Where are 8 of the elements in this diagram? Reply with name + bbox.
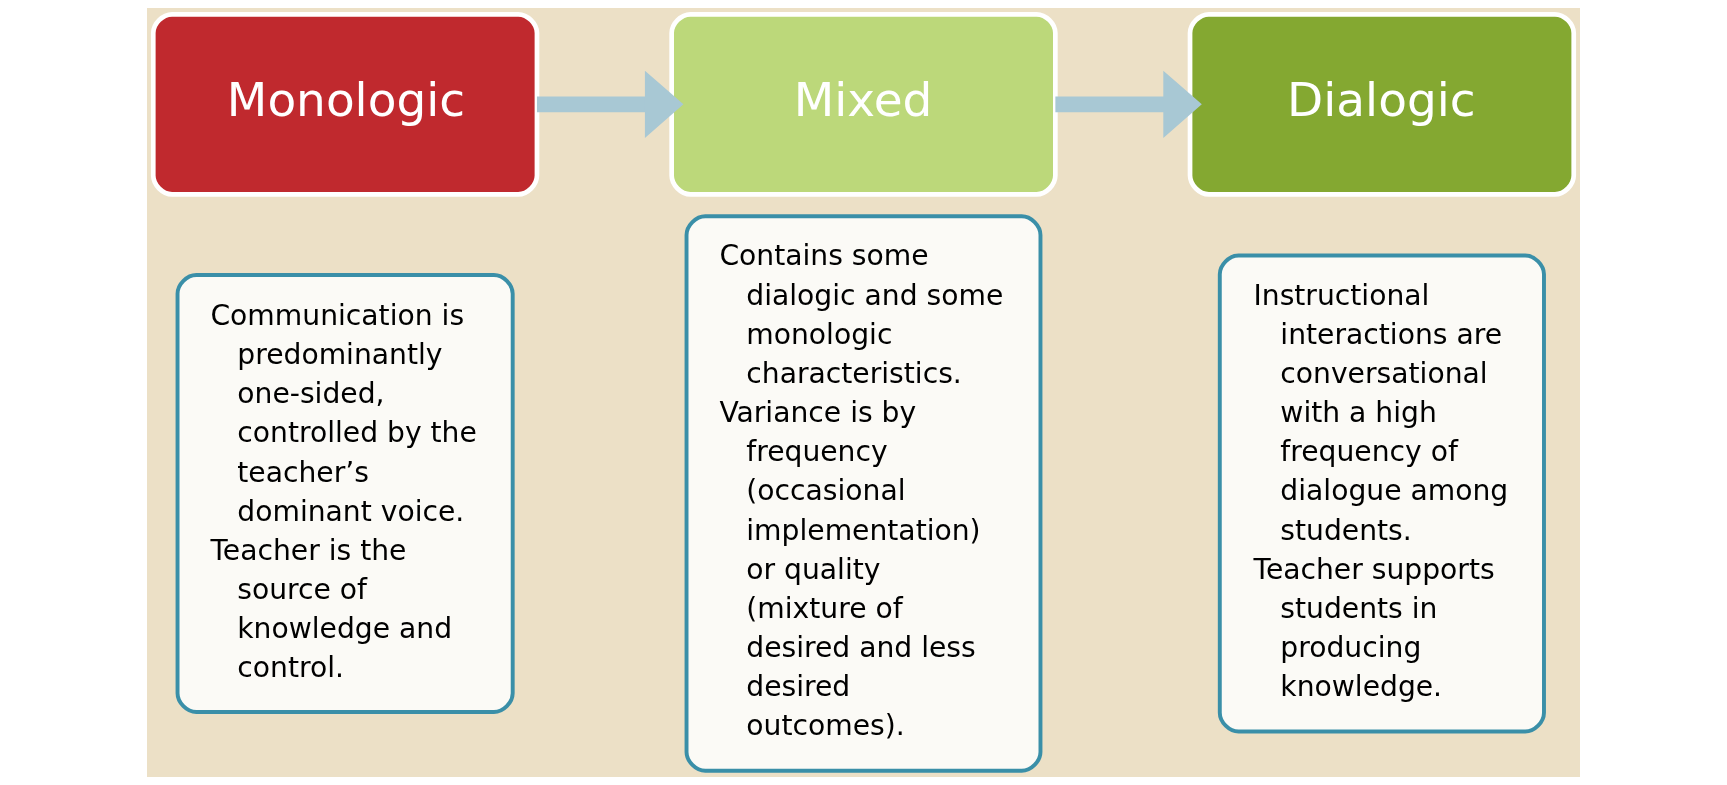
node-box: Mixed xyxy=(669,11,1058,197)
node-box: Instructional interactions are conversational with a high frequency of dialogue among students. Teacher supports students in producing knowledge. xyxy=(1217,253,1546,734)
node-box: Communication is predominantly one-sided, controlled by the teacher’s dominant voice. Teacher is the source of knowledge and control. xyxy=(175,273,515,714)
arrow xyxy=(1055,70,1202,139)
node-box: Monologic xyxy=(150,11,540,197)
node-box: Dialogic xyxy=(1187,11,1577,197)
arrow xyxy=(537,70,684,139)
node-box: Contains some dialogic and some monologic characteristics. Variance is by frequency (occasional implementation) or quality (mixture of desired and less desired outcomes). xyxy=(684,214,1043,773)
